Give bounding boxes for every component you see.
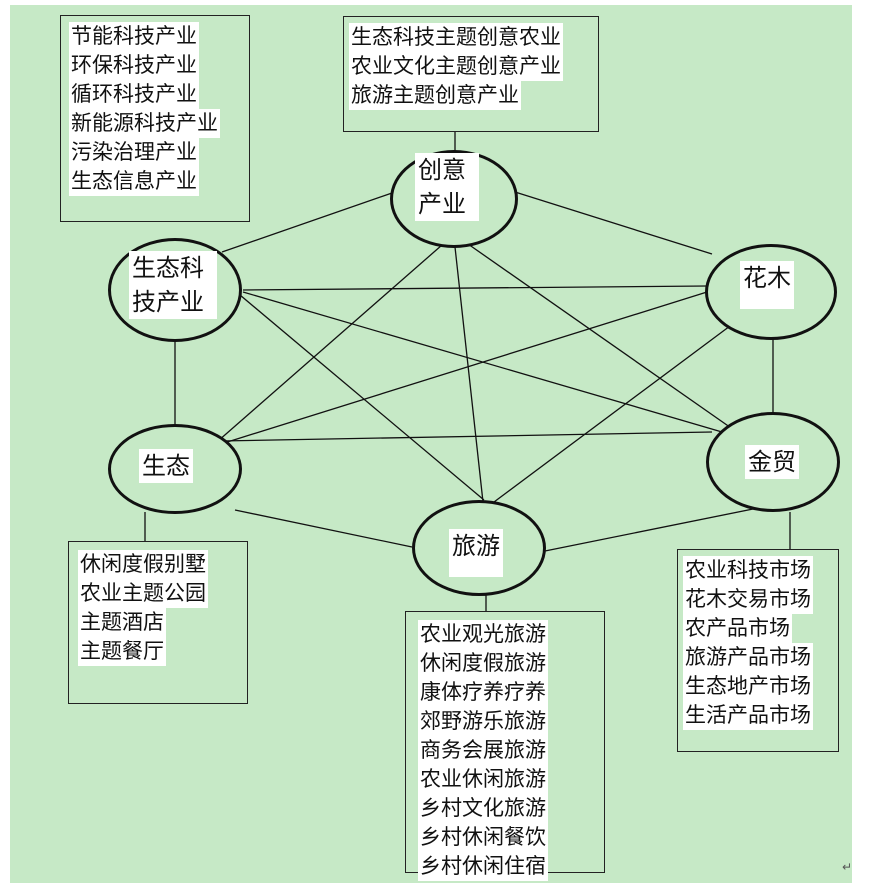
eco-tech-industry-list: 节能科技产业 环保科技产业 循环科技产业 新能源科技产业 污染治理产业 生态信息… — [69, 22, 220, 196]
node-eco-tech-industry: 生态科 技产业 — [108, 238, 242, 342]
list-item: 乡村休闲餐饮 — [418, 823, 548, 852]
creative-industry-list: 生态科技主题创意农业 农业文化主题创意产业 旅游主题创意产业 — [349, 23, 563, 110]
trade-list: 农业科技市场 花木交易市场 农产品市场 旅游产品市场 生态地产市场 生活产品市场 — [683, 556, 813, 730]
node-creative-industry: 创意 产业 — [390, 150, 518, 248]
edge-ecotech-creative — [221, 192, 393, 253]
eco-tech-industry-box: 节能科技产业 环保科技产业 循环科技产业 新能源科技产业 污染治理产业 生态信息… — [60, 15, 250, 222]
list-item: 主题餐厅 — [78, 637, 166, 666]
list-item: 生态信息产业 — [69, 167, 199, 196]
list-item: 生活产品市场 — [683, 701, 813, 730]
creative-industry-box: 生态科技主题创意农业 农业文化主题创意产业 旅游主题创意产业 — [343, 16, 599, 132]
edge-eco-trade — [219, 431, 713, 442]
node-label: 旅游 — [449, 529, 503, 577]
list-item: 旅游主题创意产业 — [349, 81, 521, 110]
node-label: 金贸 — [745, 445, 799, 479]
node-label: 生态 — [139, 449, 193, 483]
tourism-list: 农业观光旅游 休闲度假旅游 康体疗养疗养 郊野游乐旅游 商务会展旅游 农业休闲旅… — [418, 620, 548, 881]
eco-list: 休闲度假别墅 农业主题公园 主题酒店 主题餐厅 — [78, 550, 208, 666]
eco-box: 休闲度假别墅 农业主题公园 主题酒店 主题餐厅 — [68, 541, 248, 704]
list-item: 郊野游乐旅游 — [418, 707, 548, 736]
edge-creative-eco — [217, 244, 443, 442]
trade-box: 农业科技市场 花木交易市场 农产品市场 旅游产品市场 生态地产市场 生活产品市场 — [677, 549, 839, 752]
list-item: 农业科技市场 — [683, 556, 813, 585]
list-item: 农业主题公园 — [78, 579, 208, 608]
list-item: 生态地产市场 — [683, 672, 813, 701]
list-item: 循环科技产业 — [69, 80, 199, 109]
node-flower: 花木 — [705, 244, 837, 340]
list-item: 乡村文化旅游 — [418, 794, 548, 823]
node-trade: 金贸 — [706, 412, 840, 512]
edge-ecotech-flower — [242, 285, 708, 291]
list-item: 节能科技产业 — [69, 22, 199, 51]
list-item: 农业休闲旅游 — [418, 765, 548, 794]
node-label: 花木 — [740, 261, 794, 309]
node-tourism: 旅游 — [412, 500, 546, 596]
edge-ecotech-tourism — [239, 294, 485, 501]
list-item: 休闲度假旅游 — [418, 649, 548, 678]
node-label: 生态科 技产业 — [129, 251, 217, 319]
edge-creative-tourism — [454, 246, 484, 503]
edge-creative-flower — [514, 191, 713, 255]
list-item: 花木交易市场 — [683, 585, 813, 614]
node-eco: 生态 — [108, 424, 242, 514]
list-item: 旅游产品市场 — [683, 643, 813, 672]
node-label: 创意 产业 — [415, 153, 479, 221]
edge-flower-eco — [220, 291, 708, 445]
list-item: 休闲度假别墅 — [78, 550, 208, 579]
list-item: 农业观光旅游 — [418, 620, 548, 649]
edge-eco-tourism — [234, 509, 413, 548]
return-mark-icon: ↵ — [842, 860, 853, 874]
list-item: 农业文化主题创意产业 — [349, 52, 563, 81]
list-item: 商务会展旅游 — [418, 736, 548, 765]
list-item: 环保科技产业 — [69, 51, 199, 80]
list-item: 康体疗养疗养 — [418, 678, 548, 707]
edge-tourism-trade — [544, 507, 759, 552]
list-item: 乡村休闲住宿 — [418, 852, 548, 881]
list-item: 生态科技主题创意农业 — [349, 23, 563, 52]
list-item: 主题酒店 — [78, 608, 166, 637]
list-item: 新能源科技产业 — [69, 109, 220, 138]
edge-creative-trade — [467, 243, 735, 431]
tourism-box: 农业观光旅游 休闲度假旅游 康体疗养疗养 郊野游乐旅游 商务会展旅游 农业休闲旅… — [405, 611, 605, 881]
edge-flower-tourism — [493, 325, 731, 503]
list-item: 农产品市场 — [683, 614, 792, 643]
list-item: 污染治理产业 — [69, 138, 199, 167]
